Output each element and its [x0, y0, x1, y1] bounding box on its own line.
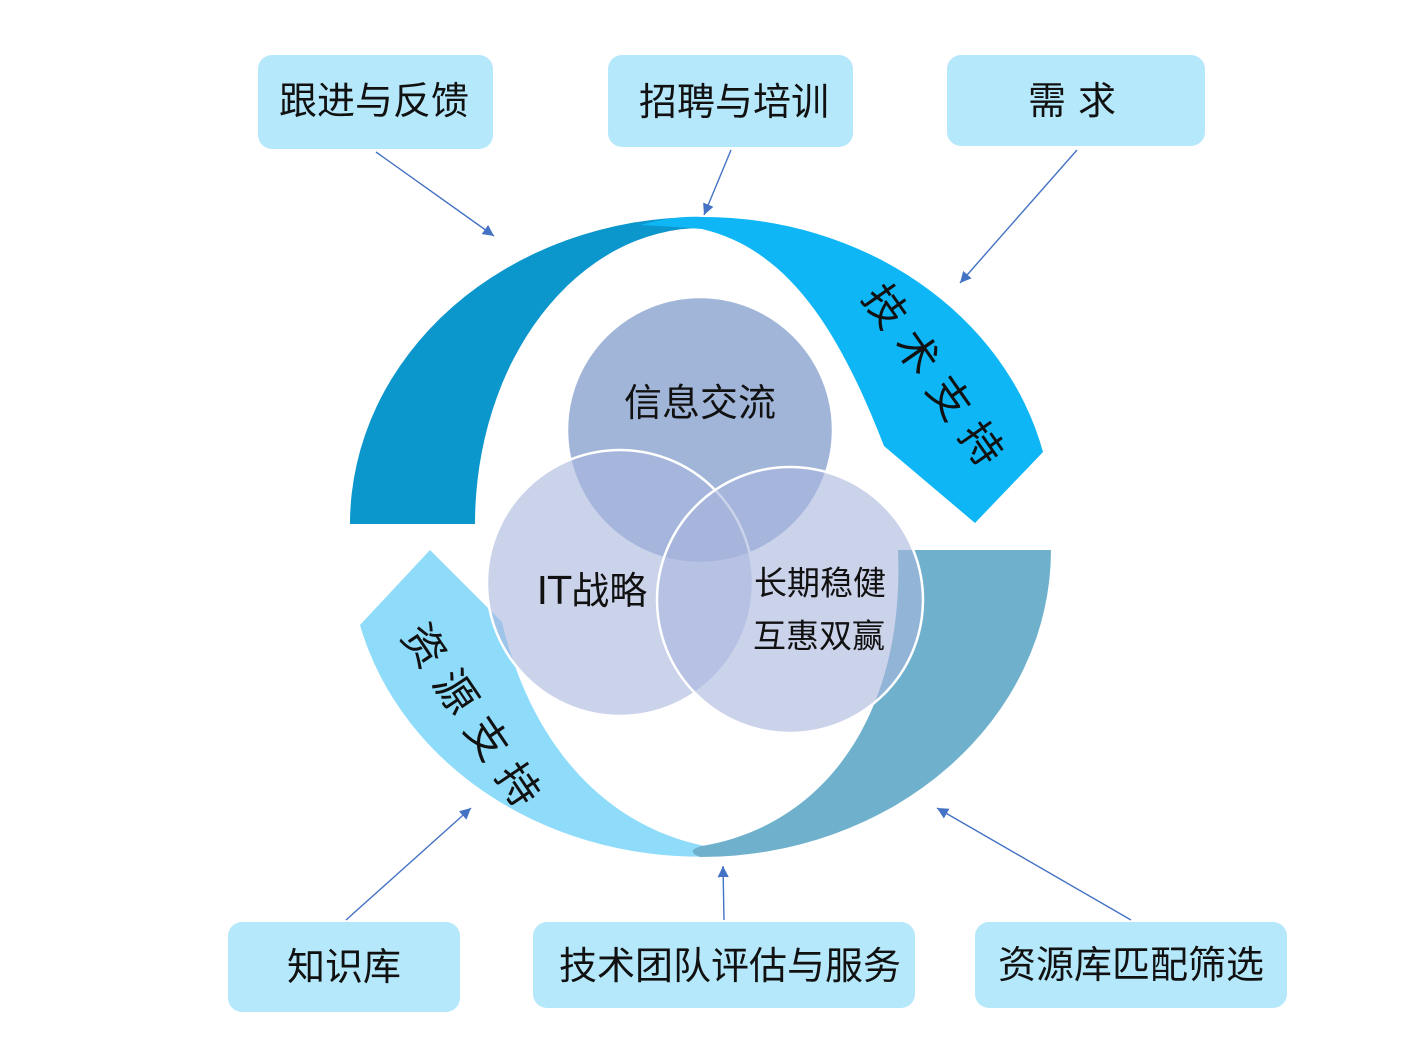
band-top-right [640, 216, 1043, 524]
box-resource-matching [975, 922, 1287, 1008]
box-label-team-assessment: 技术团队评估与服务 [559, 944, 901, 988]
circle-label-info-exchange: 信息交流 [624, 381, 776, 425]
arrow-resource-matching [936, 807, 1132, 921]
box-label-follow-up: 跟进与反馈 [279, 79, 469, 123]
box-demand [947, 55, 1205, 146]
arrow-knowledge-base [345, 807, 472, 921]
top-boxes: 跟进与反馈 招聘与培训 需 求 [258, 55, 1205, 149]
circle-win-win [655, 465, 925, 735]
box-team-assessment [533, 922, 915, 1008]
band-bottom-left [360, 550, 722, 857]
box-label-recruitment: 招聘与培训 [639, 80, 829, 124]
box-label-resource-matching: 资源库匹配筛选 [998, 943, 1264, 987]
circle-label-win-win-line2: 互惠双赢 [753, 617, 885, 656]
arrows [345, 149, 1132, 921]
band-top-left [350, 217, 702, 524]
band-bottom-right [692, 550, 1051, 858]
box-recruitment [608, 55, 853, 147]
circle-label-win-win-line1: 长期稳健 [754, 564, 886, 603]
arrow-demand [959, 149, 1078, 284]
venn-circles: 信息交流 IT战略 长期稳健 互惠双赢 [485, 295, 925, 735]
bottom-boxes: 知识库 技术团队评估与服务 资源库匹配筛选 [228, 922, 1287, 1012]
box-knowledge-base [228, 922, 460, 1012]
arrow-recruitment [703, 149, 732, 216]
arrow-follow-up [375, 151, 495, 237]
arrow-team-assessment [717, 865, 729, 921]
box-follow-up [258, 55, 493, 149]
box-label-knowledge-base: 知识库 [287, 945, 401, 989]
box-label-demand: 需 求 [1028, 79, 1116, 123]
circle-label-it-strategy: IT战略 [537, 569, 647, 613]
